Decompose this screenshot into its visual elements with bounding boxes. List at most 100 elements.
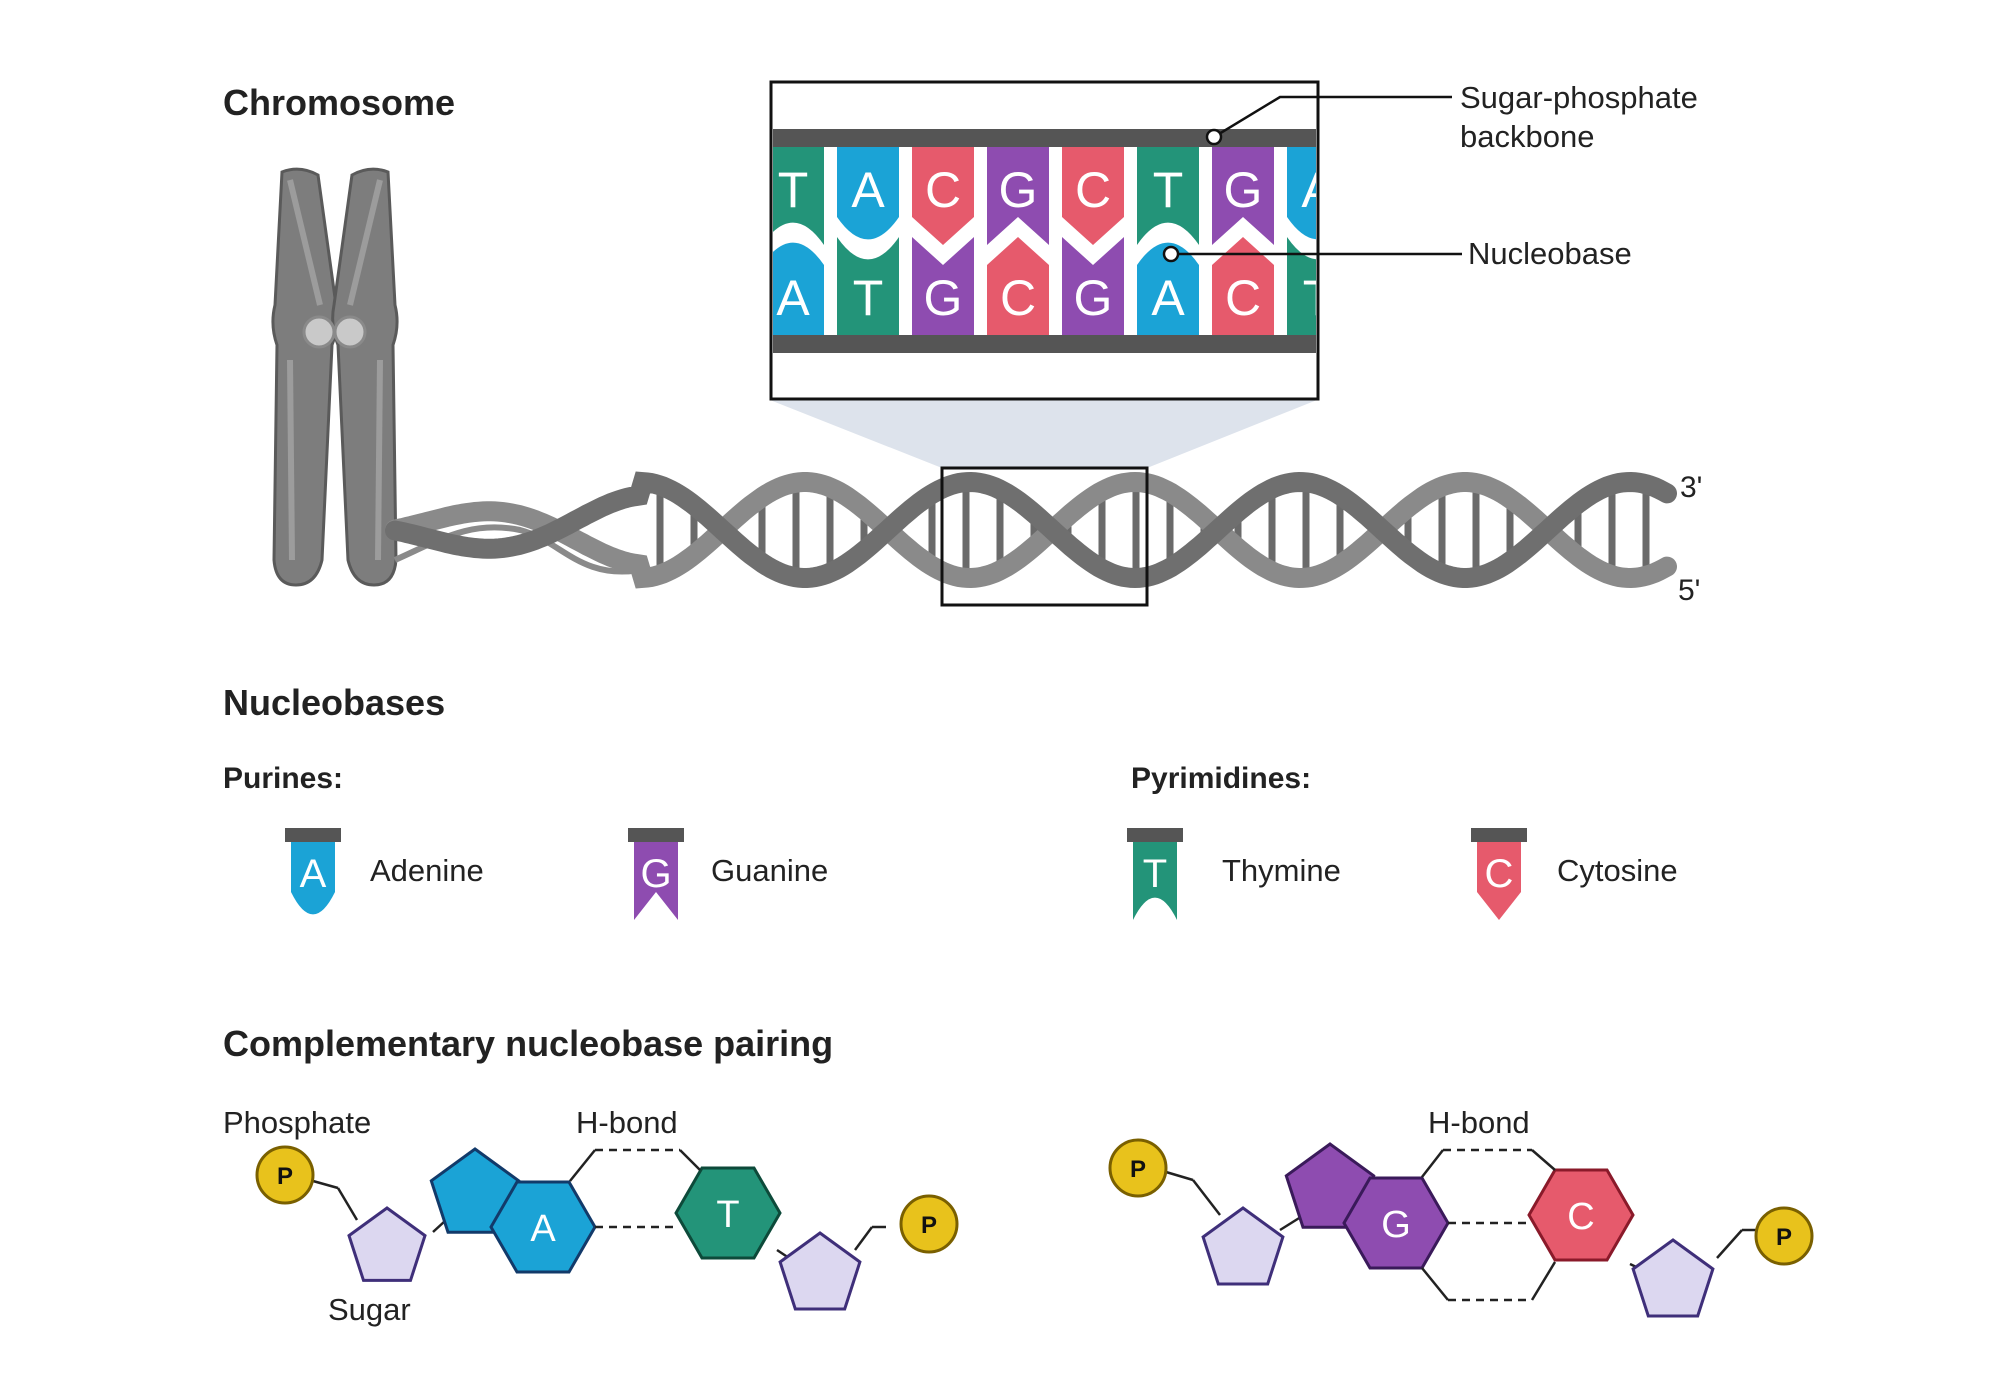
zoom-projection	[770, 400, 1317, 468]
zoom-bottom-letter: G	[924, 270, 963, 326]
phosphate-symbol: P	[1130, 1156, 1146, 1183]
hbond-connector	[1531, 1149, 1556, 1171]
legend-backbone	[1471, 828, 1527, 842]
hbond-label-left: H-bond	[576, 1105, 678, 1140]
zoom-bottom-letter: A	[776, 270, 810, 326]
legend-letter: A	[300, 852, 327, 896]
sugar-pentagon	[778, 1231, 862, 1311]
pyrimidines-heading: Pyrimidines:	[1131, 762, 1311, 795]
zoom-bottom-base-T	[1287, 237, 1316, 335]
helix-end-3prime: 3'	[1680, 471, 1702, 504]
zoom-top-base-G	[987, 147, 1049, 245]
adenine-hexagon	[489, 1180, 597, 1274]
pairing-diagrams: P P A T P P G C	[255, 1138, 1814, 1318]
bond-line	[1716, 1229, 1743, 1259]
phosphate-symbol: P	[277, 1163, 293, 1190]
zoom-top-base-G	[1212, 147, 1274, 245]
zoom-top-letter: G	[999, 162, 1038, 218]
phosphate-icon	[255, 1145, 315, 1205]
pair-base-letter: A	[530, 1208, 556, 1250]
zoom-top-base-C	[1062, 147, 1124, 245]
legend-backbone	[1127, 828, 1183, 842]
legend-letter: C	[1485, 852, 1514, 896]
hbond-connector	[569, 1149, 596, 1182]
zoom-top-base-C	[912, 147, 974, 245]
helix-strand-back	[385, 471, 1677, 589]
pair-base-letter: C	[1567, 1196, 1594, 1238]
callout-backbone-line2: backbone	[1460, 119, 1594, 154]
legend-tile-adenine	[291, 842, 335, 915]
bond-line	[1192, 1179, 1221, 1216]
helix-strand-front	[385, 471, 1677, 589]
bond-line	[336, 1187, 359, 1221]
zoom-top-letter: G	[1224, 162, 1263, 218]
zoom-selector	[940, 466, 1149, 607]
sugar-label: Sugar	[328, 1292, 411, 1327]
backbone-bottom	[773, 335, 1316, 353]
phosphate-icon	[1754, 1206, 1814, 1266]
zoom-top-letter: C	[1075, 162, 1111, 218]
purines-heading: Purines:	[223, 762, 343, 795]
nucleobase-legend: A Adenine G Guanine T Thymine C Cytosine	[285, 828, 1678, 920]
legend-letter: G	[640, 852, 671, 896]
hbond-connector	[1421, 1267, 1449, 1301]
zoom-bottom-base-C	[987, 237, 1049, 335]
callout-nucleobase	[1162, 245, 1462, 263]
zoom-bottom-letter: C	[1000, 270, 1036, 326]
legend-letter: T	[1143, 852, 1167, 896]
legend-backbone	[285, 828, 341, 842]
callout-nucleobase-label: Nucleobase	[1468, 236, 1632, 271]
zoom-top-base-T	[1137, 147, 1199, 245]
legend-tile-thymine	[1133, 842, 1177, 920]
nucleobases-title: Nucleobases	[223, 682, 445, 723]
zoom-top-base-T	[773, 147, 824, 245]
zoom-top-base-A	[1287, 147, 1316, 240]
adenine-pentagon	[429, 1147, 521, 1234]
zoom-top-letter: C	[925, 162, 961, 218]
pair-base-letter: T	[716, 1194, 739, 1236]
hbond-connector	[1530, 1261, 1557, 1301]
zoom-top-letter: T	[1153, 162, 1184, 218]
legend-name-adenine: Adenine	[370, 853, 484, 888]
sugar-pentagon	[1631, 1238, 1715, 1318]
dna-double-helix	[385, 471, 1677, 589]
pair-base-letter: G	[1381, 1204, 1411, 1246]
hbond-connector	[679, 1149, 701, 1171]
bond-line	[312, 1179, 339, 1190]
chromosome-illustration	[271, 167, 641, 587]
backbone-top	[773, 129, 1316, 147]
chromosome-title: Chromosome	[223, 82, 455, 123]
legend-name-guanine: Guanine	[711, 853, 828, 888]
hbond-connector	[1421, 1149, 1444, 1178]
hbond-label-right: H-bond	[1428, 1105, 1530, 1140]
zoom-top-letter: A	[1301, 162, 1335, 218]
zoom-bottom-letter: C	[1225, 270, 1261, 326]
legend-name-thymine: Thymine	[1222, 853, 1341, 888]
legend-backbone	[628, 828, 684, 842]
guanine-pentagon	[1284, 1142, 1376, 1229]
zoom-bottom-letter: T	[853, 270, 884, 326]
zoom-bottom-letter: G	[1074, 270, 1113, 326]
sugar-pentagon	[1201, 1206, 1285, 1286]
legend-name-cytosine: Cytosine	[1557, 853, 1678, 888]
zoom-bottom-base-A	[773, 242, 824, 335]
zoom-bottom-base-G	[1062, 237, 1124, 335]
sugar-pentagon	[347, 1206, 427, 1282]
bond-line	[853, 1226, 874, 1251]
helix-end-5prime: 5'	[1678, 574, 1700, 607]
zoom-bottom-letter: A	[1151, 270, 1185, 326]
zoom-bottom-letter: T	[1303, 270, 1334, 326]
phosphate-symbol: P	[1776, 1224, 1792, 1251]
zoom-top-base-A	[837, 147, 899, 240]
pairing-title: Complementary nucleobase pairing	[223, 1023, 833, 1064]
callout-backbone	[1205, 95, 1452, 146]
zoom-bottom-base-A	[1137, 242, 1199, 335]
zoom-top-letter: A	[851, 162, 885, 218]
phosphate-label: Phosphate	[223, 1105, 371, 1140]
zoom-top-letter: T	[778, 162, 809, 218]
phosphate-symbol: P	[921, 1212, 937, 1239]
thymine-hexagon	[674, 1166, 782, 1260]
phosphate-icon	[1108, 1138, 1168, 1198]
zoom-bottom-base-C	[1212, 237, 1274, 335]
